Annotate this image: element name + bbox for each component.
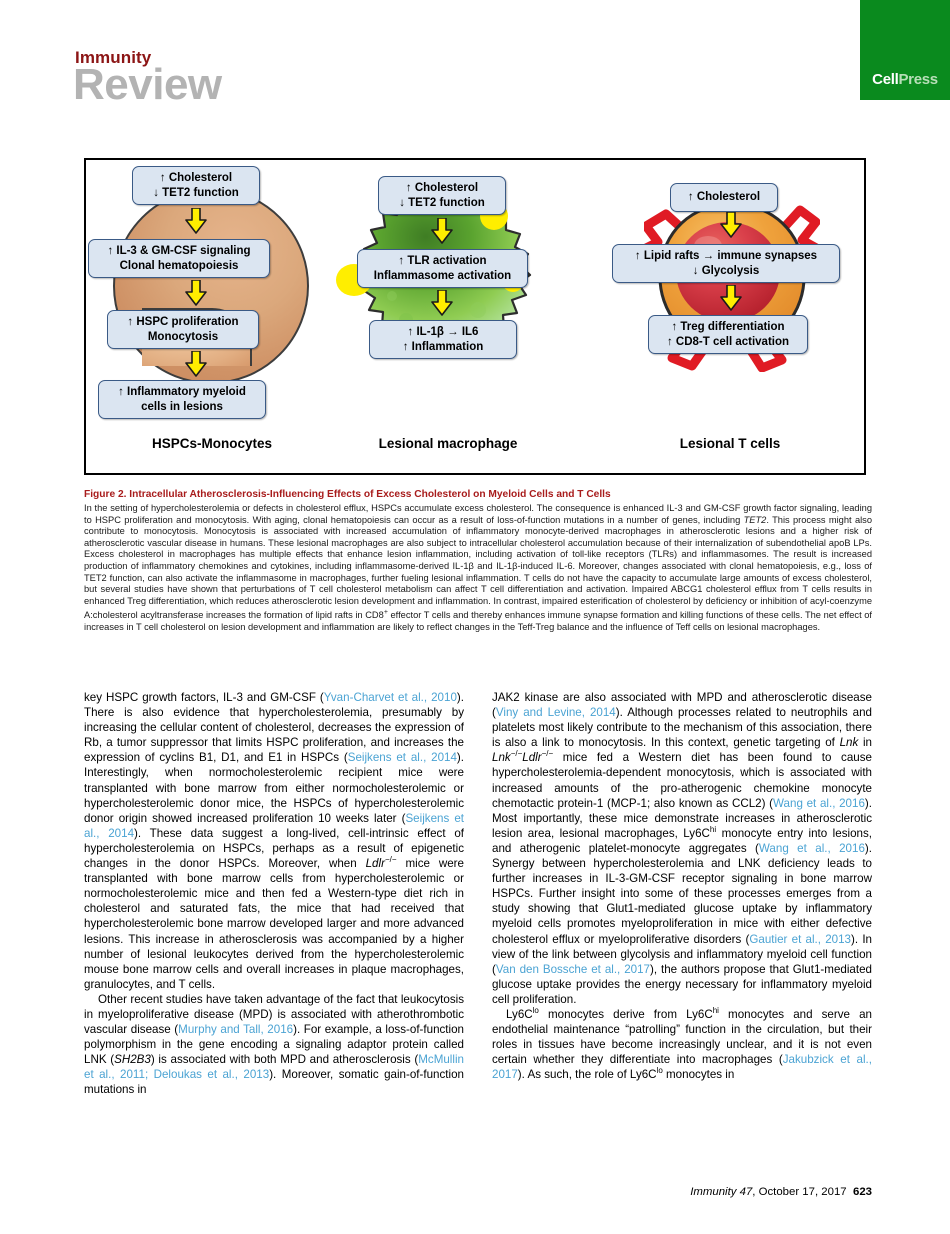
tcell-box-2-line-2: ↓ Glycolysis <box>692 264 760 277</box>
paragraph: key HSPC growth factors, IL-3 and GM-CSF… <box>84 691 465 991</box>
tcell-box-1-line-1: ↑ Cholesterol <box>687 191 761 203</box>
figure-caption-body: In the setting of hypercholesterolemia o… <box>84 503 872 633</box>
macrophage-box-2-line-1: ↑ TLR activation <box>398 255 487 267</box>
macrophage-box-2: ↑ TLR activation Inflammasome activation <box>357 249 528 288</box>
hspc-monocyte-cell-illustration <box>113 188 309 384</box>
body-column-left: key HSPC growth factors, IL-3 and GM-CSF… <box>84 690 464 1098</box>
macrophage-box-1-line-1: ↑ Cholesterol <box>405 182 479 194</box>
hspc-box-3-line-1: ↑ HSPC proliferation <box>127 316 239 328</box>
tcell-box-2-line-1: ↑ Lipid rafts → immune synapses <box>634 250 818 262</box>
footer-page-number: 623 <box>852 1186 872 1198</box>
tcell-box-3-line-2: ↑ CD8-T cell activation <box>666 335 790 348</box>
macrophage-box-1-line-2: ↓ TET2 function <box>399 196 485 209</box>
hspc-box-1: ↑ Cholesterol ↓ TET2 function <box>132 166 260 205</box>
hspc-box-4-line-1: ↑ Inflammatory myeloid <box>118 386 246 398</box>
arrow-down-icon <box>185 208 207 234</box>
hspc-box-2-line-1: ↑ IL-3 & GM-CSF signaling <box>107 245 251 257</box>
cellpress-logo: CellPress <box>860 0 950 100</box>
arrow-down-icon <box>720 285 742 311</box>
cellpress-press: Press <box>898 71 938 88</box>
panel-label-hspc: HSPCs-Monocytes <box>151 436 273 451</box>
paragraph: Ly6Clo monocytes derive from Ly6Chi mono… <box>492 1006 872 1082</box>
panel-label-tcell: Lesional T cells <box>679 436 781 451</box>
paragraph: Other recent studies have taken advantag… <box>84 992 465 1097</box>
tcell-box-1: ↑ Cholesterol <box>670 183 778 212</box>
hspc-box-3: ↑ HSPC proliferation Monocytosis <box>107 310 259 349</box>
cellpress-logo-text: CellPress <box>860 71 950 88</box>
panel-label-macrophage: Lesional macrophage <box>378 436 518 451</box>
body-column-right: JAK2 kinase are also associated with MPD… <box>492 690 872 1082</box>
arrow-down-icon <box>431 290 453 316</box>
hspc-box-4: ↑ Inflammatory myeloid cells in lesions <box>98 380 266 419</box>
figure-caption: Figure 2. Intracellular Atherosclerosis-… <box>84 489 872 634</box>
hspc-box-2-line-2: Clonal hematopoiesis <box>119 259 239 272</box>
tcell-box-2: ↑ Lipid rafts → immune synapses ↓ Glycol… <box>612 244 840 283</box>
hspc-box-3-line-2: Monocytosis <box>147 330 219 343</box>
masthead: Immunity Review CellPress <box>0 0 950 128</box>
hspc-box-2: ↑ IL-3 & GM-CSF signaling Clonal hematop… <box>88 239 270 278</box>
macrophage-box-2-line-2: Inflammasome activation <box>373 269 512 282</box>
tcell-box-3-line-1: ↑ Treg differentiation <box>671 321 785 333</box>
arrow-down-icon <box>431 218 453 244</box>
hspc-box-1-line-2: ↓ TET2 function <box>153 186 239 199</box>
macrophage-box-3: ↑ IL-1β → IL6 ↑ Inflammation <box>369 320 517 359</box>
hspc-box-4-line-2: cells in lesions <box>141 400 223 413</box>
page-footer: Immunity 47, October 17, 2017 623 <box>0 1186 872 1198</box>
footer-journal: Immunity <box>690 1186 737 1198</box>
figure-2: ↑ Cholesterol ↓ TET2 function ↑ IL-3 & G… <box>84 158 866 475</box>
article-body: key HSPC growth factors, IL-3 and GM-CSF… <box>84 690 872 1170</box>
footer-volume: 47 <box>739 1186 753 1198</box>
hspc-box-1-line-1: ↑ Cholesterol <box>159 172 233 184</box>
figure-caption-title: Figure 2. Intracellular Atherosclerosis-… <box>84 489 611 500</box>
macrophage-box-3-line-1: ↑ IL-1β → IL6 <box>407 326 479 338</box>
macrophage-box-1: ↑ Cholesterol ↓ TET2 function <box>378 176 506 215</box>
paragraph: JAK2 kinase are also associated with MPD… <box>492 691 872 1006</box>
cellpress-cell: Cell <box>872 71 899 88</box>
footer-date: , October 17, 2017 <box>752 1186 847 1198</box>
arrow-down-icon <box>720 212 742 238</box>
macrophage-box-3-line-2: ↑ Inflammation <box>402 340 484 353</box>
tcell-box-3: ↑ Treg differentiation ↑ CD8-T cell acti… <box>648 315 808 354</box>
arrow-down-icon <box>185 351 207 377</box>
journal-name: Immunity <box>75 48 152 67</box>
section-title: Review <box>73 60 222 109</box>
arrow-down-icon <box>185 280 207 306</box>
